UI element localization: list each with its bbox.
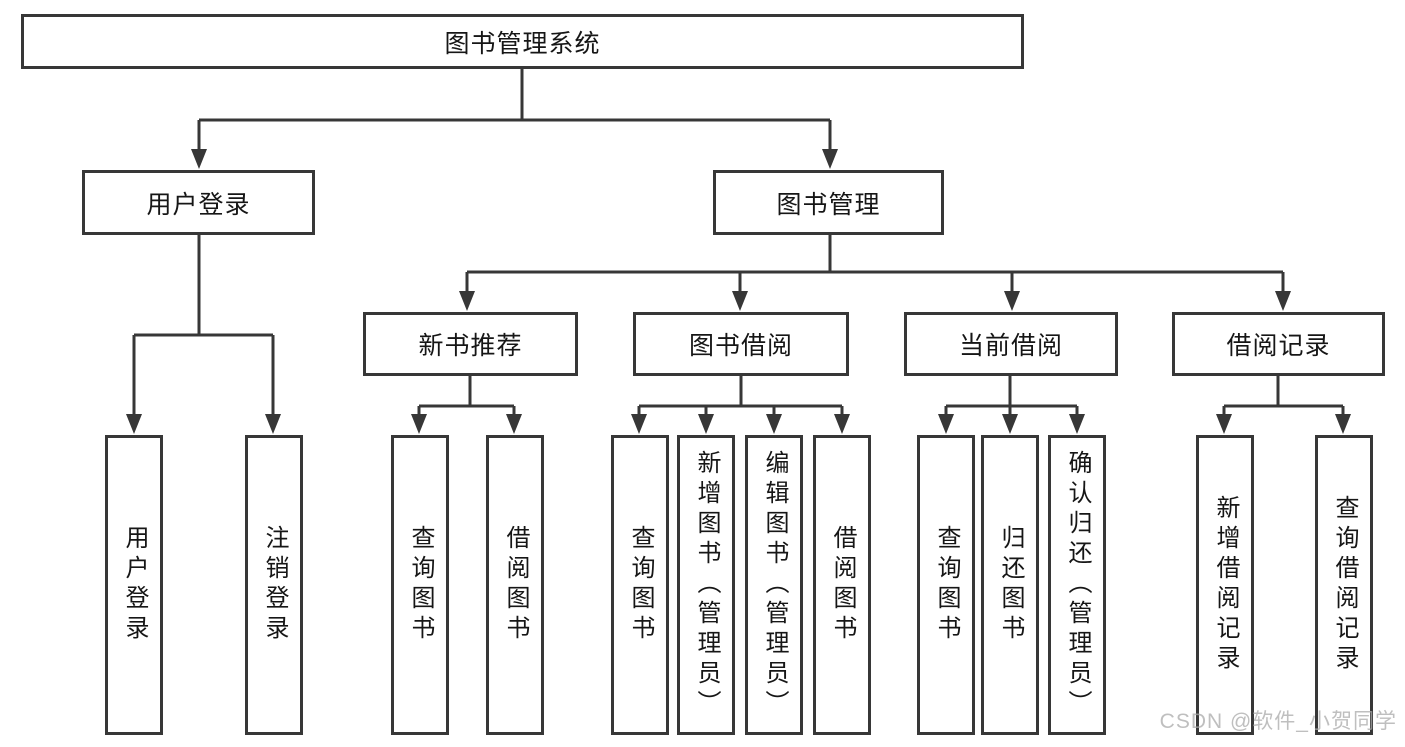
node-label: 查询图书 xyxy=(407,525,434,645)
node-leaf-query-books-recommend: 查询图书 xyxy=(391,435,449,735)
node-leaf-return-books: 归还图书 xyxy=(981,435,1039,735)
node-label: 借阅图书 xyxy=(502,525,529,645)
node-label: 用户登录 xyxy=(121,525,148,645)
node-user-login: 用户登录 xyxy=(82,170,315,235)
node-leaf-add-books-admin: 新增图书（管理员） xyxy=(677,435,735,735)
node-leaf-confirm-return-admin: 确认归还（管理员） xyxy=(1048,435,1106,735)
node-leaf-logout: 注销登录 xyxy=(245,435,303,735)
node-label: 图书借阅 xyxy=(688,332,793,360)
node-label: 确认归还（管理员） xyxy=(1064,450,1091,720)
node-current-borrowing: 当前借阅 xyxy=(904,312,1118,376)
node-book-management: 图书管理 xyxy=(713,170,944,235)
node-label: 图书管理系统 xyxy=(444,29,601,58)
node-label: 查询图书 xyxy=(933,525,960,645)
node-label: 借阅图书 xyxy=(829,525,856,645)
node-label: 借阅记录 xyxy=(1226,332,1331,360)
node-label: 图书管理 xyxy=(776,190,881,219)
csdn-watermark: CSDN @软件_小贺同学 xyxy=(1159,710,1397,733)
arrowheads xyxy=(126,149,1351,434)
node-leaf-query-books-current: 查询图书 xyxy=(917,435,975,735)
node-leaf-borrow-books-recommend: 借阅图书 xyxy=(486,435,544,735)
node-new-book-recommendation: 新书推荐 xyxy=(363,312,578,376)
node-label: 编辑图书（管理员） xyxy=(761,450,788,720)
node-leaf-borrow-books: 借阅图书 xyxy=(813,435,871,735)
node-label: 新增图书（管理员） xyxy=(693,450,720,720)
node-leaf-add-borrow-record: 新增借阅记录 xyxy=(1196,435,1254,735)
node-borrowing-records: 借阅记录 xyxy=(1172,312,1385,376)
node-label: 查询借阅记录 xyxy=(1331,495,1358,675)
node-label: 归还图书 xyxy=(997,525,1024,645)
node-leaf-query-books-borrow: 查询图书 xyxy=(611,435,669,735)
node-root-library-system: 图书管理系统 xyxy=(21,14,1024,69)
node-leaf-edit-books-admin: 编辑图书（管理员） xyxy=(745,435,803,735)
node-label: 新书推荐 xyxy=(418,332,523,360)
node-label: 新增借阅记录 xyxy=(1212,495,1239,675)
node-label: 当前借阅 xyxy=(958,332,1063,360)
node-label: 查询图书 xyxy=(627,525,654,645)
node-label: 用户登录 xyxy=(146,190,251,219)
node-leaf-user-login: 用户登录 xyxy=(105,435,163,735)
node-leaf-query-borrow-record: 查询借阅记录 xyxy=(1315,435,1373,735)
node-label: 注销登录 xyxy=(261,525,288,645)
node-book-borrowing: 图书借阅 xyxy=(633,312,849,376)
